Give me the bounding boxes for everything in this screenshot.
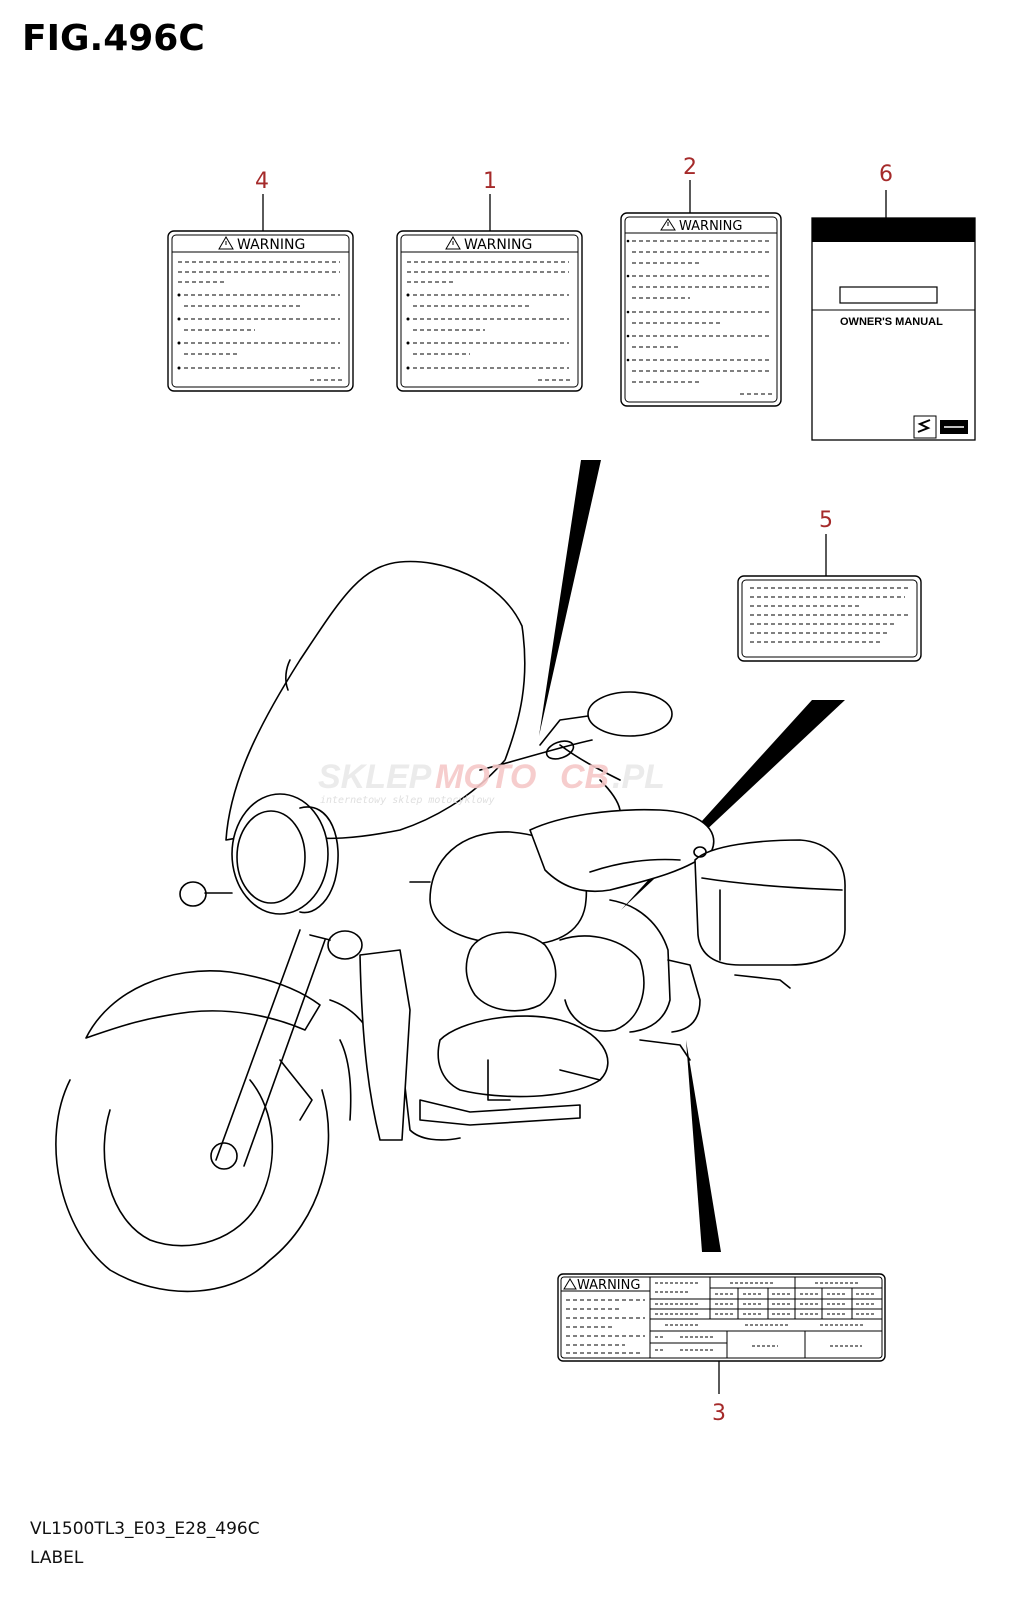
label-4-warning-text: WARNING (237, 237, 305, 253)
owners-manual[interactable]: OWNER'S MANUAL 6 (811, 162, 976, 441)
diagram-code: VL1500TL3_E03_E28_496C (30, 1519, 260, 1539)
label-2-warning-text: WARNING (679, 219, 742, 234)
svg-text:internetowy sklep motocyklowy: internetowy sklep motocyklowy (320, 795, 495, 806)
svg-text:MOTO: MOTO (435, 758, 536, 796)
callout-3: 3 (712, 1401, 726, 1426)
label-5-info[interactable]: 5 (737, 508, 922, 662)
label-1-warning-text: WARNING (464, 237, 532, 253)
svg-text:.PL: .PL (612, 758, 665, 796)
callout-6: 6 (879, 162, 893, 187)
warning-triangle-icon (218, 236, 234, 250)
label-3-tire-warning[interactable]: WARNING (557, 1273, 886, 1426)
section-label: LABEL (30, 1548, 84, 1568)
svg-text:SKLEP: SKLEP (318, 758, 432, 796)
callout-5: 5 (819, 508, 833, 533)
callout-2: 2 (683, 155, 697, 180)
label-4-warning[interactable]: WARNING 4 (167, 169, 354, 392)
warning-triangle-icon (660, 218, 676, 231)
callout-4: 4 (255, 169, 269, 194)
figure-title: FIG.496C (22, 18, 205, 59)
label-3-warning-text: WARNING (577, 1278, 640, 1293)
label-1-warning[interactable]: WARNING 1 (396, 169, 583, 392)
watermark: SKLEP MOTO CB .PL internetowy sklep moto… (318, 758, 665, 806)
svg-text:CB: CB (560, 758, 609, 796)
callout-1: 1 (483, 169, 497, 194)
manual-title: OWNER'S MANUAL (840, 316, 943, 328)
warning-triangle-icon (563, 1278, 577, 1290)
suzuki-logo-icon (913, 415, 968, 439)
label-2-warning[interactable]: WARNING 2 (620, 155, 782, 407)
warning-triangle-icon (445, 236, 461, 250)
motorcycle-illustration (55, 560, 846, 1293)
